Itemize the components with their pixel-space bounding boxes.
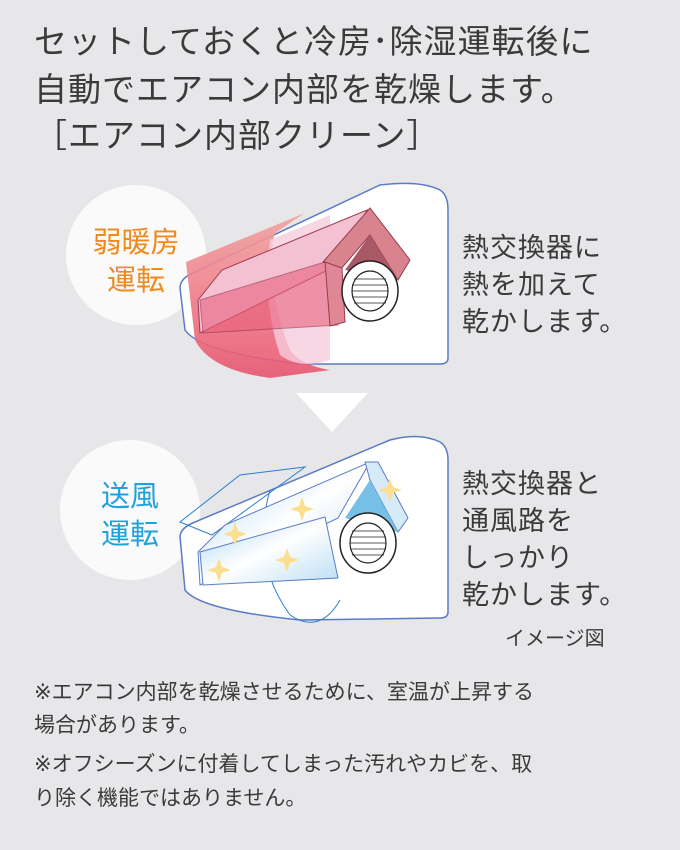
description-heat: 熱交換器に 熱を加えて 乾かします。 xyxy=(462,233,628,338)
image-caption: イメージ図 xyxy=(505,626,605,650)
aircon-heat-illustration xyxy=(179,182,449,378)
down-arrow-icon xyxy=(296,393,368,432)
heading-line-3: ［エアコン内部クリーン］ xyxy=(34,116,441,155)
mode-label-heat: 弱暖房 運転 xyxy=(92,225,180,297)
mode-circle-fan xyxy=(60,440,200,580)
description-fan: 熱交換器と 通風路を しっかり 乾かします。 xyxy=(462,469,628,611)
sparkle-icons xyxy=(207,478,402,582)
note-line-3: ※オフシーズンに付着してしまった汚れやカビを、取 xyxy=(34,752,533,776)
heading-line-2: 自動でエアコン内部を乾燥します。 xyxy=(34,70,575,109)
mode-label-fan: 送風 運転 xyxy=(100,479,159,551)
note-line-1: ※エアコン内部を乾燥させるために、室温が上昇する xyxy=(34,680,534,704)
note-line-2: 場合があります。 xyxy=(34,713,200,737)
heading-line-1: セットしておくと冷房･除湿運転後に xyxy=(34,22,594,61)
aircon-fan-illustration xyxy=(179,435,449,623)
note-line-4: り除く機能ではありません。 xyxy=(34,786,307,810)
mode-circle-heat xyxy=(66,185,206,325)
